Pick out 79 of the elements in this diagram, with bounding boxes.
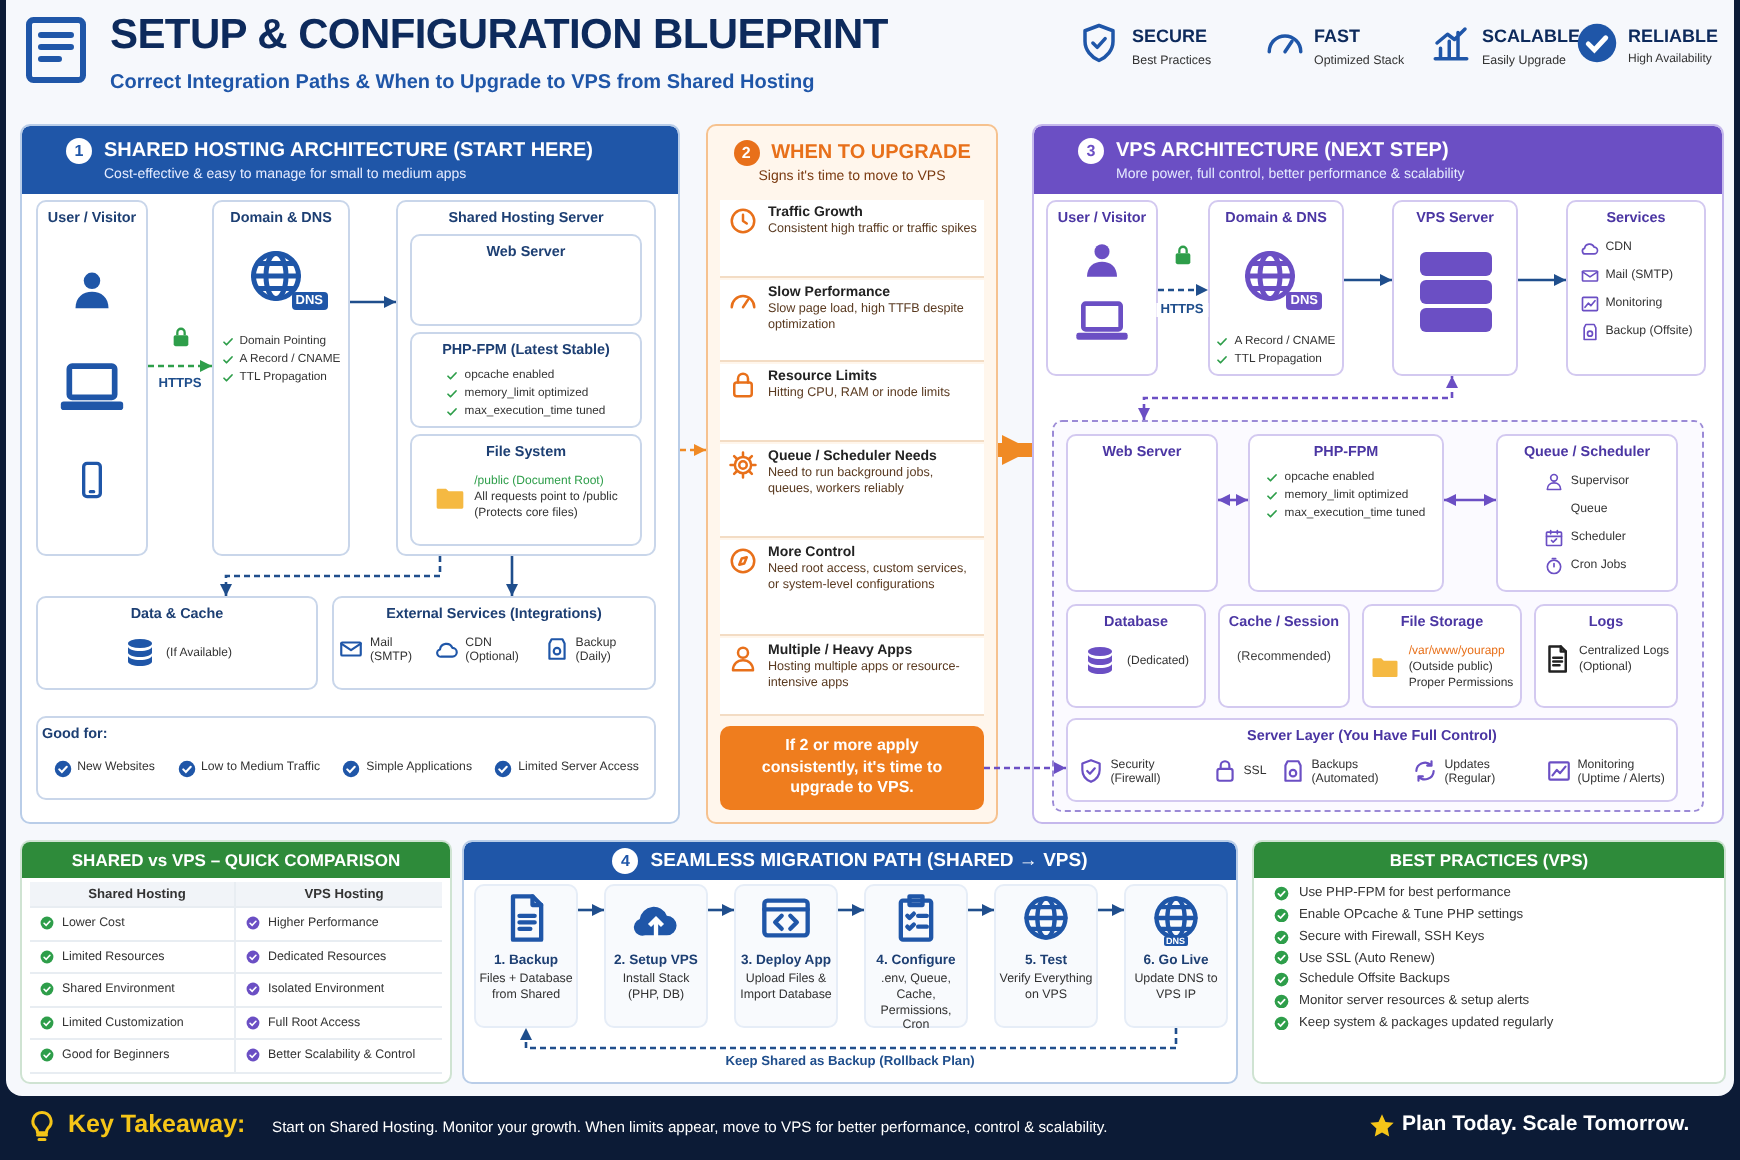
arrow: [968, 904, 994, 916]
card: [212, 200, 350, 556]
card: [1566, 200, 1706, 376]
number-badge: 1: [66, 138, 92, 164]
arrow: [1344, 274, 1392, 286]
step-card: [1124, 884, 1228, 1028]
panel-title: SEAMLESS MIGRATION PATH (SHARED → VPS): [650, 850, 1088, 872]
card: [1046, 200, 1158, 376]
arrow: [998, 435, 1032, 465]
card: [36, 716, 656, 800]
card: [1066, 604, 1206, 708]
card: [1534, 604, 1678, 708]
arrow: [350, 296, 396, 308]
best-practices-panel: [1252, 840, 1726, 1084]
panel-title: WHEN TO UPGRADE: [771, 142, 971, 164]
architecture-panel: [1032, 124, 1724, 824]
card: [36, 200, 148, 556]
table-header: SHARED vs VPS – QUICK COMPARISON: [22, 842, 450, 878]
number-badge: 4: [612, 848, 639, 874]
arrow: [1518, 274, 1566, 286]
subtitle: Correct Integration Paths & When to Upgrade to VPS from Shared Hosting: [110, 72, 815, 94]
panel-header: BEST PRACTICES (VPS): [1254, 842, 1724, 878]
callout-box: [720, 726, 984, 810]
arrow: [148, 360, 212, 372]
arrow: [1444, 494, 1496, 506]
list-row: [720, 364, 984, 442]
card: [1362, 604, 1522, 708]
slogan: Plan Today. Scale Tomorrow.: [1402, 1112, 1690, 1136]
list-row: [720, 280, 984, 362]
card: [1392, 200, 1518, 376]
migration-panel: [462, 840, 1238, 1084]
card: [410, 234, 642, 326]
badge-title: RELIABLE: [1628, 26, 1718, 46]
arrow: [1158, 284, 1208, 296]
arrow: [838, 904, 864, 916]
list-row: [720, 540, 984, 636]
card: [410, 332, 642, 428]
list-row: [720, 444, 984, 538]
card: [1066, 434, 1218, 592]
arrow: [1098, 904, 1124, 916]
arrow: [680, 444, 706, 456]
step-card: [864, 884, 968, 1028]
arrow: [220, 556, 442, 596]
key-takeaway-heading: Key Takeaway:: [68, 1110, 246, 1138]
step-card: [734, 884, 838, 1028]
card: [36, 596, 318, 690]
number-badge: 2: [733, 140, 760, 166]
arrow: [520, 1028, 1178, 1050]
list-row: [720, 638, 984, 716]
title: SETUP & CONFIGURATION BLUEPRINT: [110, 12, 888, 60]
comparison-table: [20, 840, 452, 1084]
card: [1208, 200, 1344, 376]
step-card: [604, 884, 708, 1028]
callout-text: If 2 or more apply consistently, it's time to upgrade to VPS.: [759, 736, 945, 800]
list-row: [720, 200, 984, 278]
dashed-group-box: [1052, 420, 1704, 812]
arrow: [984, 762, 1066, 774]
card: [332, 596, 656, 690]
card: [396, 200, 656, 556]
panel-title: VPS ARCHITECTURE (NEXT STEP): [1116, 140, 1449, 162]
step-card: [994, 884, 1098, 1028]
arrow: [1138, 376, 1458, 420]
card: [1066, 718, 1678, 802]
step-card: [474, 884, 578, 1028]
card: [410, 434, 642, 546]
architecture-panel: [20, 124, 680, 824]
panel-title: SHARED HOSTING ARCHITECTURE (START HERE): [104, 140, 593, 162]
card: [1496, 434, 1678, 592]
arrow: [506, 556, 518, 596]
arrow: [1218, 494, 1248, 506]
arrow: [578, 904, 604, 916]
badge-title: SECURE: [1132, 26, 1208, 46]
upgrade-panel: [706, 124, 998, 824]
card: [1218, 604, 1350, 708]
number-badge: 3: [1078, 138, 1104, 164]
arrow: [708, 904, 734, 916]
badge-title: FAST: [1314, 26, 1361, 46]
card: [1248, 434, 1444, 592]
badge-title: SCALABLE: [1482, 26, 1580, 46]
